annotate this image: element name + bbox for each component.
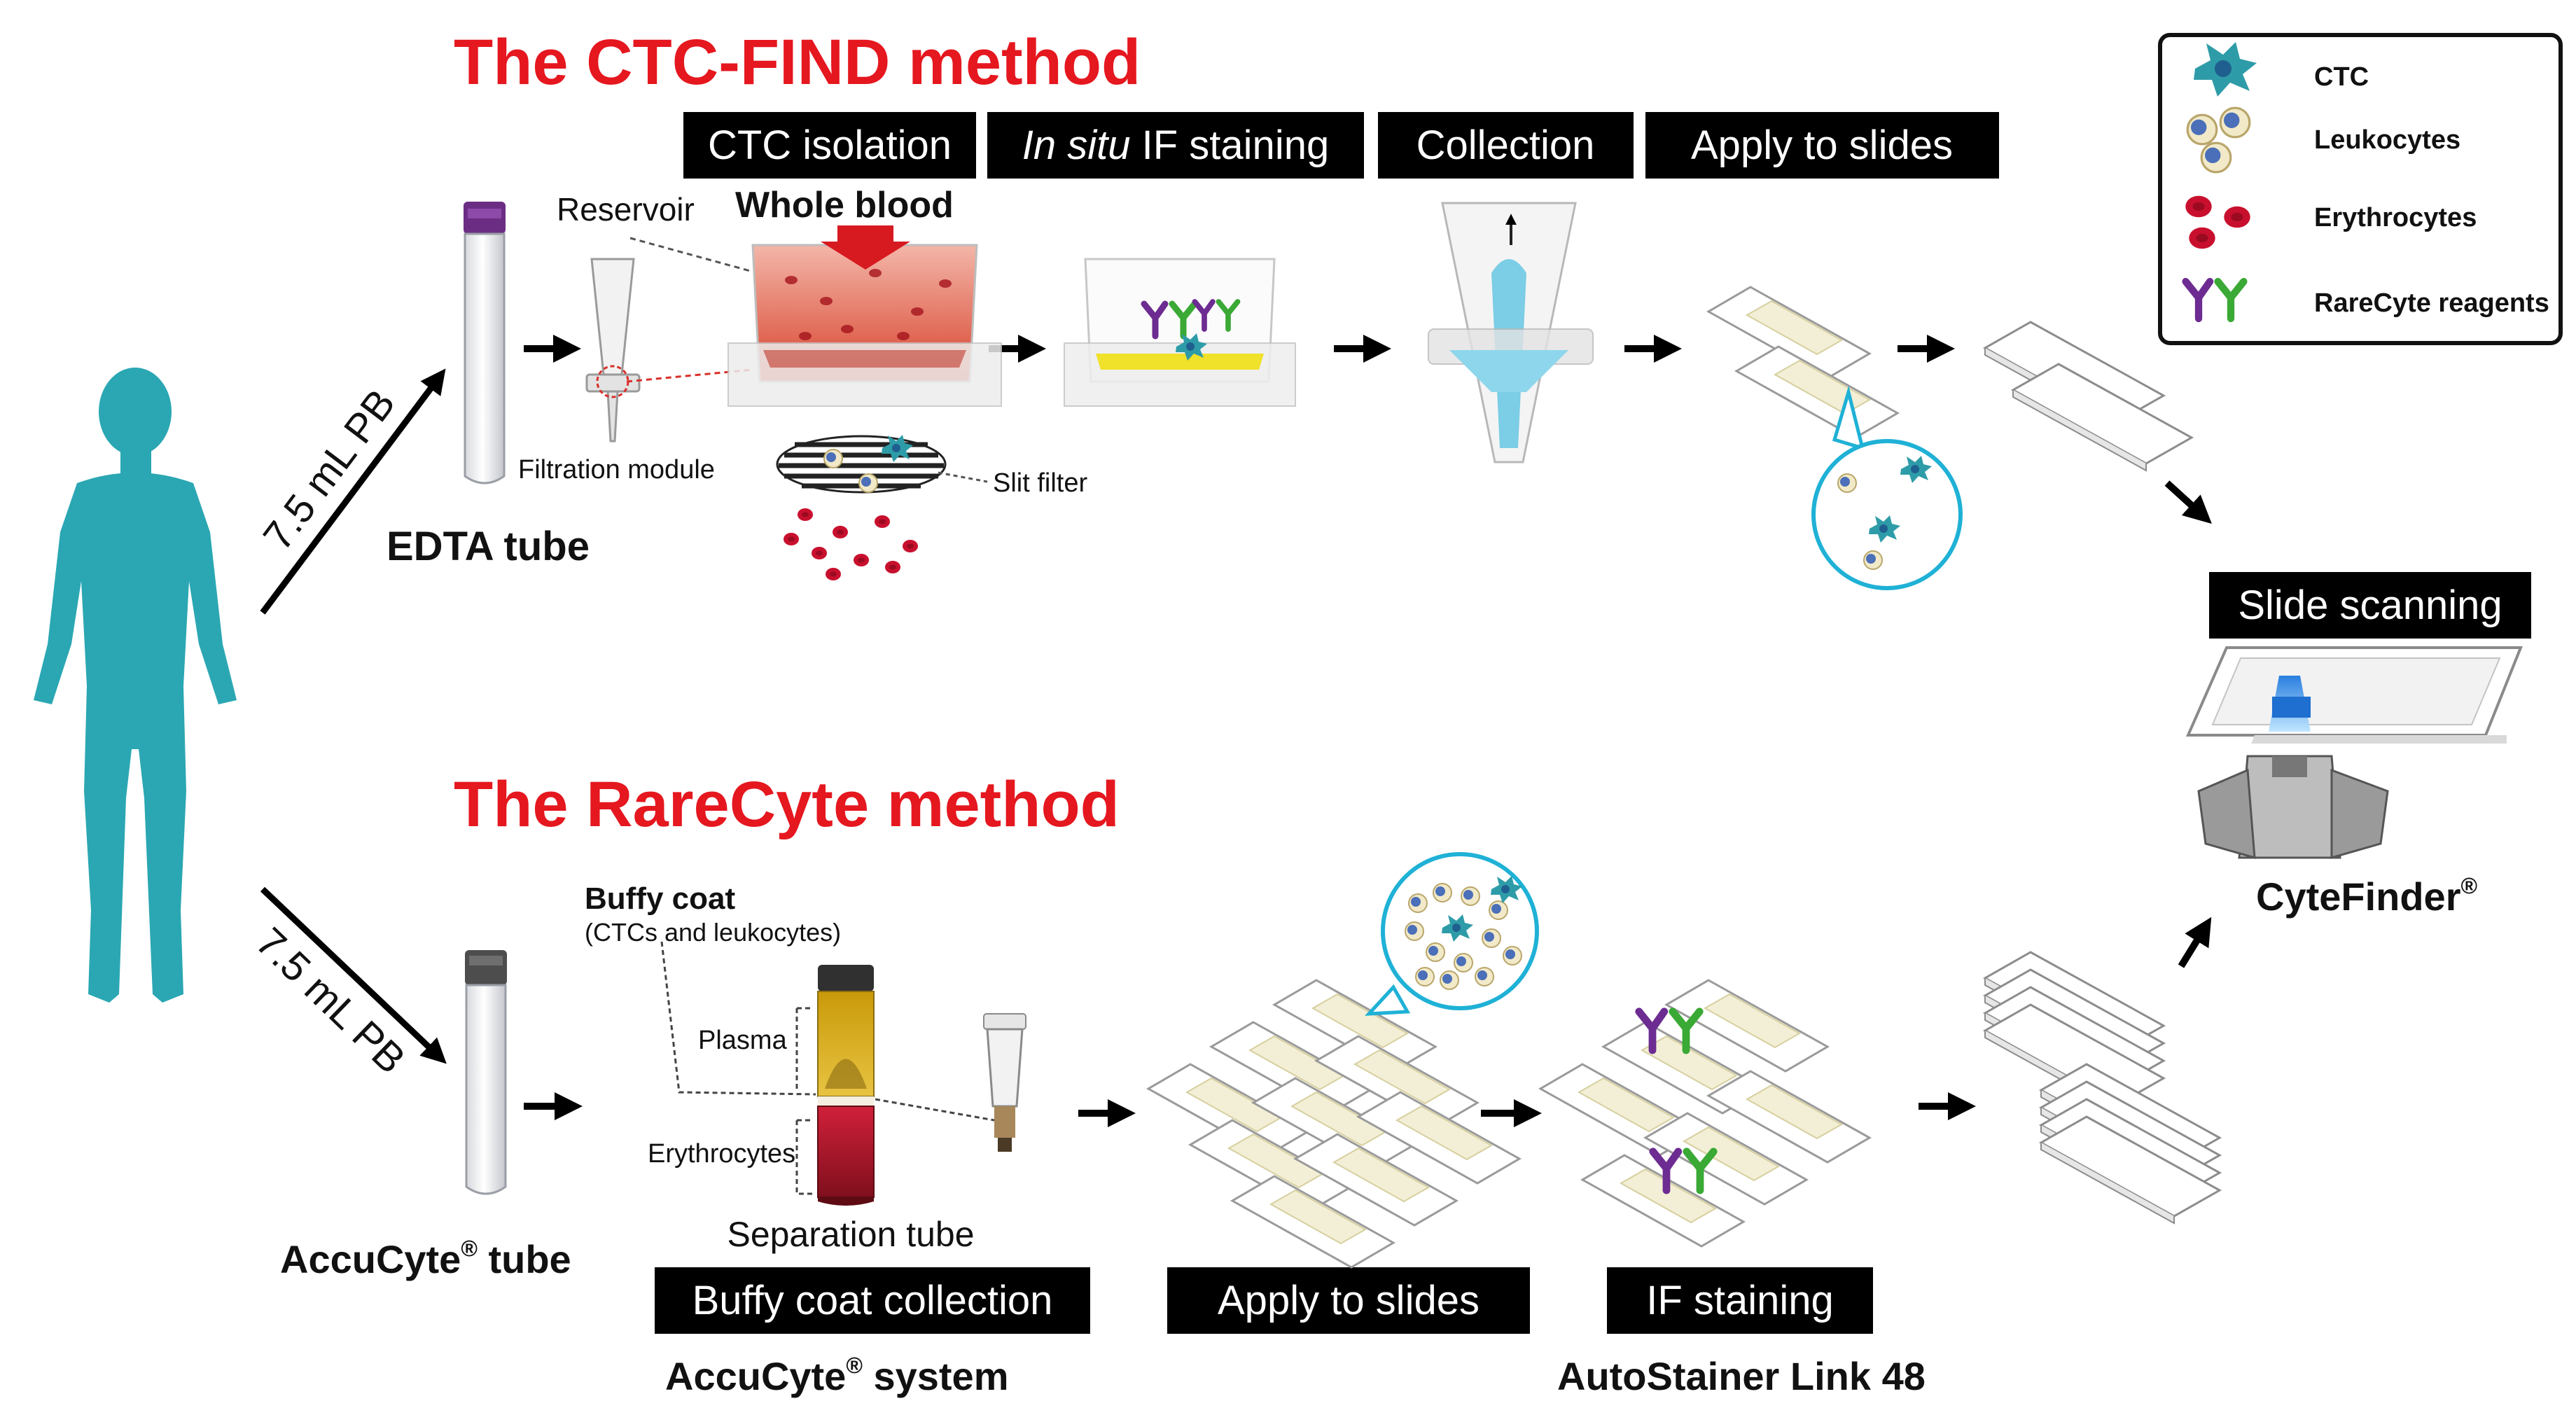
filtration-module-label: Filtration module bbox=[518, 455, 715, 485]
collection-pipette-icon bbox=[1428, 202, 1594, 463]
step-box-slide-scanning: Slide scanning bbox=[2209, 572, 2531, 639]
arrow-to-scanner-bottom bbox=[2178, 916, 2212, 968]
rare-slides-array-icon bbox=[1147, 979, 1521, 1269]
legend-leukocyte-label: Leukocytes bbox=[2314, 125, 2460, 155]
reservoir-label: Reservoir bbox=[557, 191, 695, 228]
ctc-find-blood-volume: 7.5 mL PB bbox=[254, 381, 404, 559]
step-box-buffy-coat-collection: Buffy coat collection bbox=[655, 1267, 1090, 1334]
legend-reagents-label: RareCyte reagents bbox=[2314, 288, 2549, 318]
zoom-line-filter bbox=[626, 368, 753, 383]
cytefinder-label: CyteFinder® bbox=[2256, 873, 2478, 919]
separation-tube-label: Separation tube bbox=[727, 1215, 974, 1254]
step-label-apply-to-slides-rare: Apply to slides bbox=[1218, 1278, 1480, 1323]
in-situ-staining-well-icon bbox=[1064, 258, 1296, 407]
accucyte-system-label: AccuCyte® system bbox=[665, 1353, 1008, 1398]
rare-slide-stack-icon bbox=[1984, 951, 2221, 1225]
if-staining-slides-icon bbox=[1539, 979, 1871, 1248]
ctc-slide-stack-icon bbox=[1984, 321, 2193, 472]
whole-blood-arrow-icon bbox=[821, 225, 910, 270]
arrow-to-scanner-top bbox=[2164, 480, 2212, 524]
zoom-line-reservoir bbox=[629, 237, 753, 273]
ctc-find-title: The CTC-FIND method bbox=[454, 27, 1141, 98]
whole-blood-reservoir-icon bbox=[727, 244, 1002, 407]
plasma-label: Plasma bbox=[698, 1026, 788, 1055]
buffy-coat-label: Buffy coat bbox=[585, 881, 735, 916]
step-box-ctc-isolation: CTC isolation bbox=[683, 112, 976, 179]
slit-filter-icon bbox=[776, 435, 947, 494]
filtered-cells-icon bbox=[784, 508, 918, 580]
buffy-coat-collector-icon bbox=[983, 1013, 1026, 1152]
erythrocytes-label: Erythrocytes bbox=[648, 1139, 795, 1169]
accucyte-tube-icon bbox=[465, 950, 507, 1195]
separation-tube-icon bbox=[817, 965, 875, 1206]
rare-slide-magnifier-icon bbox=[1364, 852, 1539, 1016]
step-box-collection: Collection bbox=[1378, 112, 1634, 179]
rarecyte-blood-volume: 7.5 mL PB bbox=[247, 919, 414, 1082]
step-label-apply-to-slides-ctc: Apply to slides bbox=[1691, 123, 1953, 168]
legend-erythrocyte-label: Erythrocytes bbox=[2314, 203, 2477, 232]
whole-blood-label: Whole blood bbox=[735, 185, 954, 225]
ctc-slides-icon bbox=[1707, 286, 1899, 439]
rarecyte-title: The RareCyte method bbox=[454, 769, 1120, 840]
step-label-in-situ-staining: In situ IF staining bbox=[1022, 123, 1329, 168]
separation-tube-leaders bbox=[660, 941, 995, 1195]
step-box-apply-to-slides-rare: Apply to slides bbox=[1167, 1267, 1530, 1334]
legend-ctc-label: CTC bbox=[2314, 62, 2369, 92]
step-box-if-staining: IF staining bbox=[1607, 1267, 1873, 1334]
buffy-coat-note: (CTCs and leukocytes) bbox=[585, 918, 841, 947]
step-label-ctc-isolation: CTC isolation bbox=[708, 123, 952, 168]
step-label-buffy-coat-collection: Buffy coat collection bbox=[692, 1278, 1053, 1323]
cytefinder-scanner-icon bbox=[2185, 646, 2523, 860]
arrow-to-edta-tube bbox=[260, 368, 446, 615]
step-label-collection: Collection bbox=[1416, 123, 1595, 168]
edta-tube-label: EDTA tube bbox=[387, 524, 590, 569]
accucyte-tube-label: AccuCyte® tube bbox=[280, 1236, 571, 1281]
step-label-if-staining: IF staining bbox=[1646, 1278, 1834, 1323]
slit-filter-label: Slit filter bbox=[993, 468, 1087, 498]
filtration-module-icon bbox=[585, 258, 641, 442]
legend: CTC Leukocytes Erythrocytes RareCyte rea… bbox=[2158, 33, 2563, 345]
step-label-slide-scanning: Slide scanning bbox=[2238, 583, 2502, 628]
step-box-apply-to-slides-ctc: Apply to slides bbox=[1645, 112, 1999, 179]
edta-tube-icon bbox=[464, 202, 506, 485]
step-box-in-situ-staining: In situ IF staining bbox=[987, 112, 1364, 179]
human-figure-icon bbox=[34, 368, 237, 1003]
autostainer-label: AutoStainer Link 48 bbox=[1557, 1354, 1926, 1398]
ctc-slide-magnifier-icon bbox=[1811, 385, 1963, 590]
slit-filter-leader bbox=[938, 471, 988, 483]
arrow-to-accucyte-tube bbox=[260, 886, 447, 1064]
